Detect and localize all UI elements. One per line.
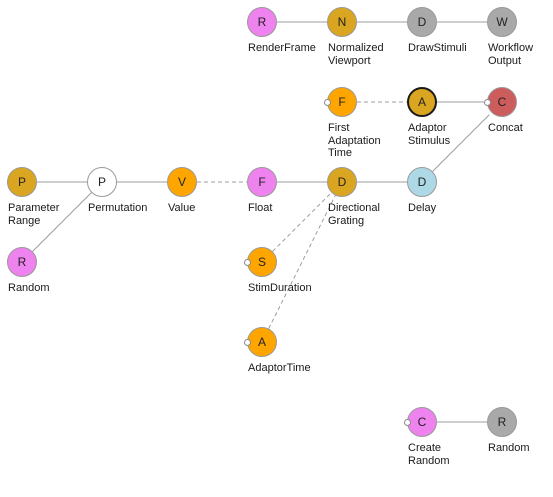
node-adaptorstimulus[interactable]: A	[407, 87, 437, 117]
input-port-stimduration[interactable]	[244, 259, 251, 266]
node-label-random2: Random	[488, 442, 530, 454]
node-label-delay: Delay	[408, 202, 437, 214]
node-label-adaptorstimulus: Adaptor Stimulus	[408, 122, 451, 147]
node-random[interactable]: R	[7, 247, 37, 277]
node-label-parameterrange: Parameter Range	[8, 202, 60, 227]
node-drawstimuli[interactable]: D	[407, 7, 437, 37]
node-label-permutation: Permutation	[88, 202, 148, 214]
node-label-random: Random	[8, 282, 50, 294]
node-concat[interactable]: C	[487, 87, 517, 117]
node-label-concat: Concat	[488, 122, 523, 134]
node-label-directionalgrating: Directional Grating	[328, 202, 380, 227]
input-port-createrandom[interactable]	[404, 419, 411, 426]
input-port-firstadaptationtime[interactable]	[324, 99, 331, 106]
node-parameterrange[interactable]: P	[7, 167, 37, 197]
edge-random-to-permutation	[32, 192, 92, 252]
node-float[interactable]: F	[247, 167, 277, 197]
node-permutation[interactable]: P	[87, 167, 117, 197]
node-createrandom[interactable]: C	[407, 407, 437, 437]
node-adaptortime[interactable]: A	[247, 327, 277, 357]
node-random2[interactable]: R	[487, 407, 517, 437]
node-label-adaptortime: AdaptorTime	[248, 362, 311, 374]
input-port-adaptortime[interactable]	[244, 339, 251, 346]
node-label-value: Value	[168, 202, 196, 214]
node-delay[interactable]: D	[407, 167, 437, 197]
edge-delay-to-concat	[432, 114, 490, 172]
node-label-firstadaptationtime: First Adaptation Time	[328, 122, 381, 159]
node-label-float: Float	[248, 202, 273, 214]
node-stimduration[interactable]: S	[247, 247, 277, 277]
node-firstadaptationtime[interactable]: F	[327, 87, 357, 117]
node-label-createrandom: Create Random	[408, 442, 450, 467]
node-label-normalizedviewport: Normalized Viewport	[328, 42, 384, 67]
node-renderframe[interactable]: R	[247, 7, 277, 37]
node-label-workflowoutput: Workflow Output	[488, 42, 534, 67]
node-normalizedviewport[interactable]: N	[327, 7, 357, 37]
node-value[interactable]: V	[167, 167, 197, 197]
input-port-concat[interactable]	[484, 99, 491, 106]
node-directionalgrating[interactable]: D	[327, 167, 357, 197]
edge-adaptortime-to-directionalgrating	[268, 195, 336, 329]
node-workflowoutput[interactable]: W	[487, 7, 517, 37]
node-label-drawstimuli: DrawStimuli	[408, 42, 467, 54]
node-label-stimduration: StimDuration	[248, 282, 312, 294]
node-label-renderframe: RenderFrame	[248, 42, 316, 54]
